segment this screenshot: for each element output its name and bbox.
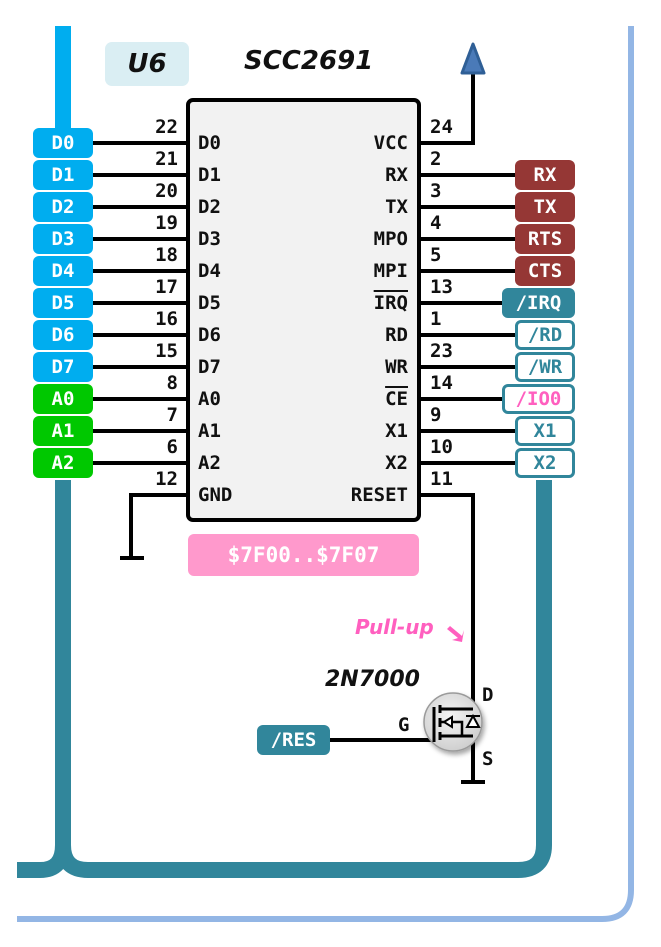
net-tag-irq[interactable]: /IRQ (502, 288, 575, 318)
pin-name: A2 (198, 452, 221, 474)
pin-number: 1 (430, 308, 442, 330)
pin-number: 9 (430, 404, 442, 426)
gnd-wire (129, 493, 186, 558)
net-tag-d7[interactable]: D7 (33, 352, 93, 382)
pin-number: 16 (155, 308, 178, 330)
pin-name: CE (385, 388, 408, 410)
pin-name: A0 (198, 388, 221, 410)
net-tag-d5[interactable]: D5 (33, 288, 93, 318)
pin-name: RD (385, 324, 408, 346)
net-tag-d0[interactable]: D0 (33, 128, 93, 158)
pin-name: WR (385, 356, 408, 378)
gate-label: G (398, 714, 410, 736)
pin-number: 13 (430, 276, 453, 298)
pin-number: 24 (430, 116, 453, 138)
ref-badge: U6 (105, 42, 189, 86)
net-tag-tx[interactable]: TX (515, 192, 575, 222)
net-tag-wr[interactable]: /WR (515, 352, 575, 382)
net-tag-a2[interactable]: A2 (33, 448, 93, 478)
net-tag-res[interactable]: /RES (257, 725, 330, 755)
pin-number: 15 (155, 340, 178, 362)
pin-number: 7 (166, 404, 178, 426)
pin-name: D3 (198, 228, 221, 250)
part-title: SCC2691 (244, 46, 374, 76)
pin-number: 10 (430, 436, 453, 458)
net-tag-rd[interactable]: /RD (515, 320, 575, 350)
pin-name: RX (385, 164, 408, 186)
net-tag-x2[interactable]: X2 (515, 448, 575, 478)
net-tag-d6[interactable]: D6 (33, 320, 93, 350)
data-bus-top (55, 26, 71, 128)
pin-name: MPO (373, 228, 408, 250)
pin-name: A1 (198, 420, 221, 442)
net-tag-a1[interactable]: A1 (33, 416, 93, 446)
pin-number: 17 (155, 276, 178, 298)
vcc-wire (421, 72, 475, 145)
pin-name: D7 (198, 356, 221, 378)
net-tag-a0[interactable]: A0 (33, 384, 93, 414)
pin-number: 18 (155, 244, 178, 266)
pin-name: IRQ (373, 292, 408, 314)
net-tag-d2[interactable]: D2 (33, 192, 93, 222)
mosfet-2n7000-icon (423, 692, 483, 752)
pin-number: 22 (155, 116, 178, 138)
pin-number: 14 (430, 372, 453, 394)
pin-name: D1 (198, 164, 221, 186)
net-tag-rx[interactable]: RX (515, 160, 575, 190)
pin-number: 2 (430, 148, 442, 170)
pin-number: 21 (155, 148, 178, 170)
pull-up-arrow-icon (447, 626, 464, 642)
ref-designator: U6 (127, 49, 167, 79)
frame-border (17, 26, 634, 922)
pin-name: X2 (385, 452, 408, 474)
pin-number: 4 (430, 212, 442, 234)
net-tag-d4[interactable]: D4 (33, 256, 93, 286)
control-bus-exit (17, 844, 71, 878)
pin-name: D0 (198, 132, 221, 154)
pin-name: X1 (385, 420, 408, 442)
pin-number: 8 (166, 372, 178, 394)
pin-name: MPI (373, 260, 408, 282)
pin-name: GND (198, 484, 233, 506)
ic-body (186, 98, 421, 522)
pin-number: 6 (166, 436, 178, 458)
pin-number: 3 (430, 180, 442, 202)
drain-label: D (482, 684, 494, 706)
address-badge: $7F00..$7F07 (188, 534, 419, 576)
pin-name: D2 (198, 196, 221, 218)
pin-name: D4 (198, 260, 221, 282)
vcc-arrow-icon (460, 42, 486, 75)
transistor-part-label: 2N7000 (325, 667, 420, 692)
pull-up-note: Pull-up (355, 615, 434, 639)
pin-name: TX (385, 196, 408, 218)
net-tag-d3[interactable]: D3 (33, 224, 93, 254)
net-tag-io0[interactable]: /IO0 (502, 384, 575, 414)
net-tag-d1[interactable]: D1 (33, 160, 93, 190)
reset-wire (421, 493, 475, 782)
net-tag-rts[interactable]: RTS (515, 224, 575, 254)
net-tag-x1[interactable]: X1 (515, 416, 575, 446)
pin-name: D6 (198, 324, 221, 346)
pin-number: 19 (155, 212, 178, 234)
pin-number: 12 (155, 468, 178, 490)
pin-name: D5 (198, 292, 221, 314)
pin-name: RESET (350, 484, 408, 506)
pin-name: VCC (373, 132, 408, 154)
pin-number: 5 (430, 244, 442, 266)
pin-number: 11 (430, 468, 453, 490)
pin-number: 20 (155, 180, 178, 202)
net-tag-cts[interactable]: CTS (515, 256, 575, 286)
pin-number: 23 (430, 340, 453, 362)
source-label: S (482, 748, 494, 770)
